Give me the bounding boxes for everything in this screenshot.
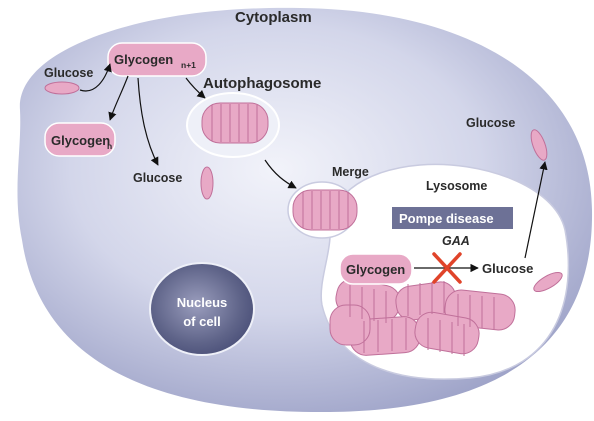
- glucose-mid-particle: [200, 166, 214, 200]
- arrow-to-glycogen-n: [108, 75, 129, 121]
- glycogen-n-label: Glycogen: [51, 133, 110, 148]
- arrow-to-autophagosome: [185, 77, 206, 99]
- arrow-glucose-to-glycogen: [79, 63, 112, 92]
- arrow-to-glucose-mid: [137, 77, 159, 166]
- nucleus-label-line2: of cell: [183, 314, 221, 329]
- gaa-label: GAA: [442, 234, 470, 248]
- glycogen-n1-label: Glycogen: [114, 52, 173, 67]
- glucose-left-label: Glucose: [44, 66, 93, 80]
- glucose-left-particle: [44, 81, 80, 95]
- pompe-disease-label: Pompe disease: [399, 211, 494, 226]
- merge-glycogen: [292, 189, 358, 231]
- glycogen-n1-subscript: n+1: [181, 60, 196, 70]
- glycogen-lyso-label: Glycogen: [346, 262, 405, 277]
- autophagosome-label: Autophagosome: [203, 75, 321, 92]
- glucose-lyso-particle: [533, 271, 563, 293]
- glucose-right-top-particle: [530, 129, 548, 161]
- autophagosome-glycogen: [201, 102, 269, 144]
- merge-label: Merge: [332, 165, 369, 179]
- pompe-disease-box: [392, 207, 513, 229]
- glycogen-n-particle: Glycogen n: [44, 122, 116, 157]
- lysosome-glycogen-chains: [329, 278, 516, 356]
- arrow-glucose-out: [524, 161, 548, 259]
- glycogen-n1-particle: Glycogen n+1: [107, 42, 207, 77]
- glycogen-lyso-particle: [339, 253, 413, 285]
- block-cross-icon: [432, 252, 462, 284]
- lysosome-label: Lysosome: [426, 179, 487, 193]
- glycogen-n-subscript: n: [107, 141, 112, 151]
- nucleus-label-line1: Nucleus: [177, 295, 228, 310]
- glucose-right-top-label: Glucose: [466, 116, 515, 130]
- lysosome-glycogen-ridges: [349, 281, 495, 356]
- glucose-lyso-label: Glucose: [482, 261, 533, 276]
- cytoplasm-label: Cytoplasm: [235, 9, 312, 26]
- arrow-to-merge: [264, 159, 297, 189]
- nucleus: [149, 262, 255, 356]
- glucose-mid-label: Glucose: [133, 171, 182, 185]
